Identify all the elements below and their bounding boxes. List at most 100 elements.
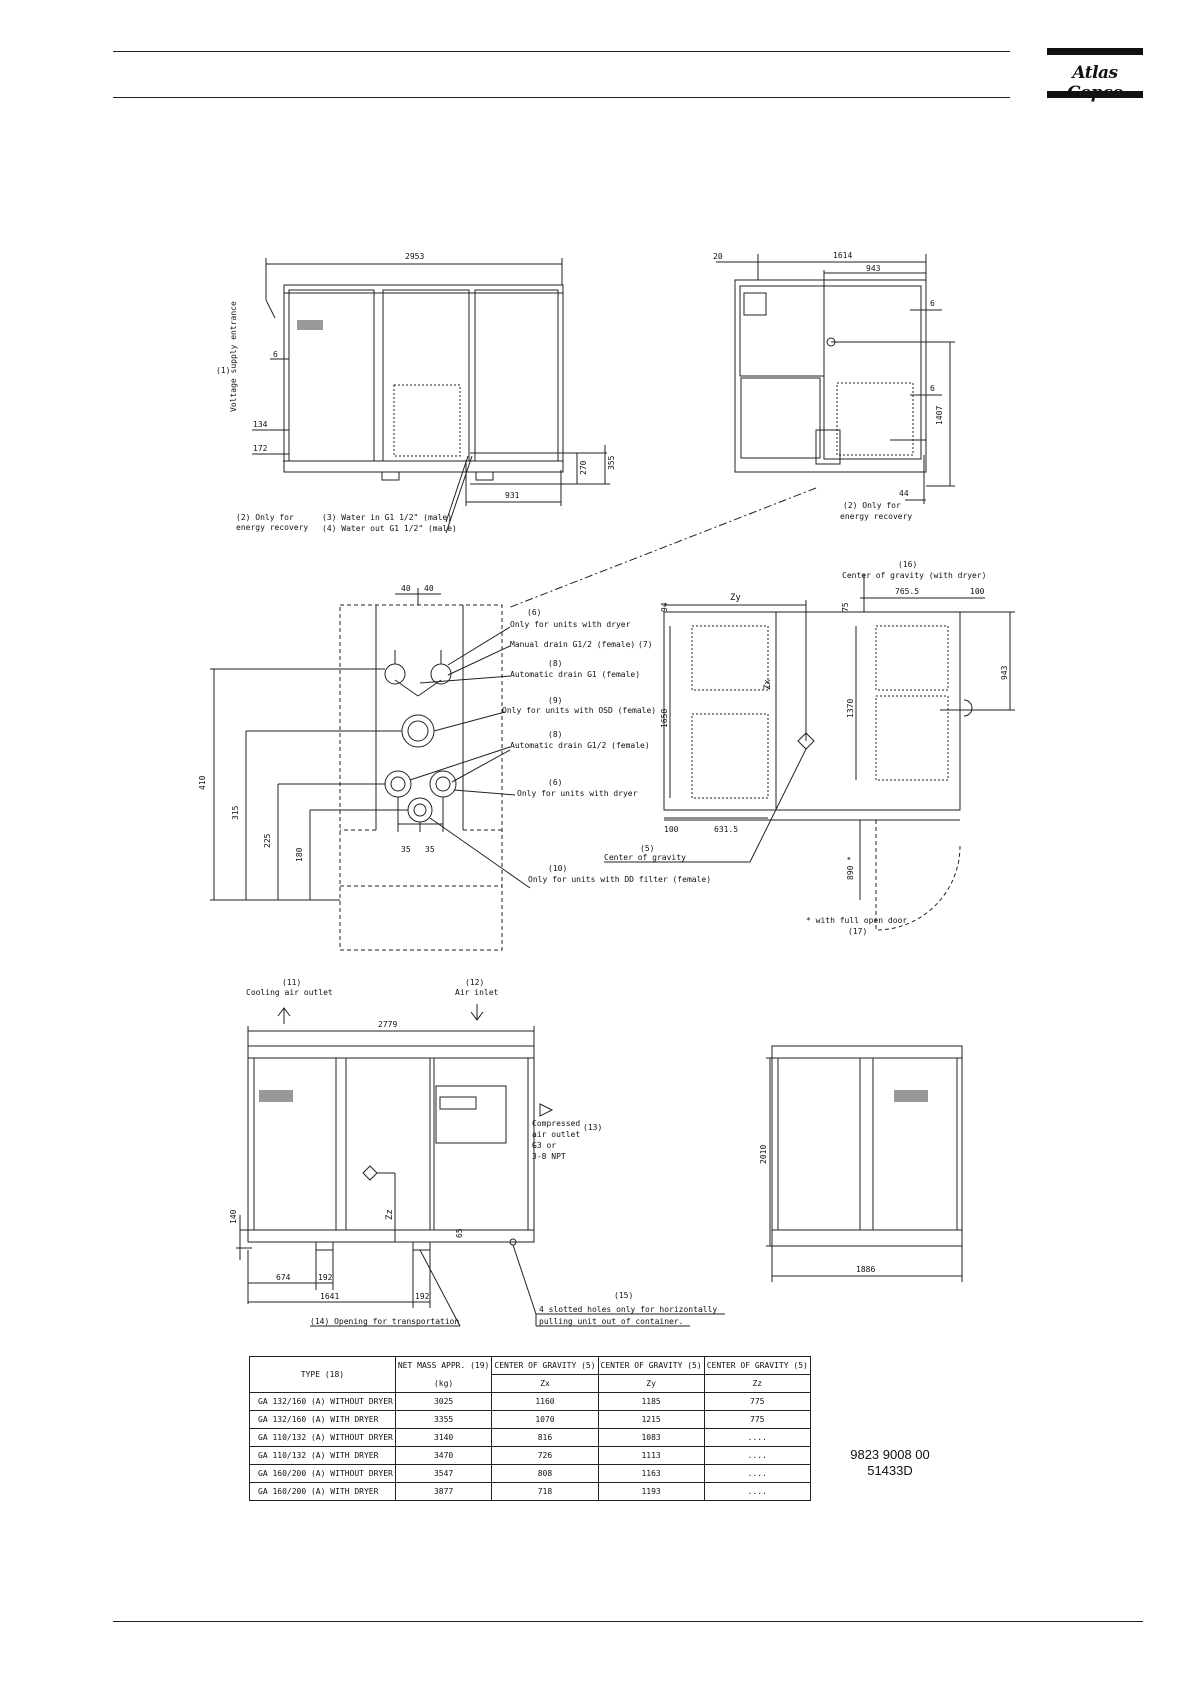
dim-140: 140 <box>229 1209 238 1224</box>
callout-15-text-2: pulling unit out of container. <box>539 1317 684 1326</box>
dim-931: 931 <box>505 491 520 500</box>
dim-40a: 40 <box>401 584 411 593</box>
side-view-top: 20 1614 943 6 6 1407 44 (2) Only for ene… <box>507 251 955 609</box>
detail-callout-9-num: (9) <box>548 696 562 705</box>
dim-225: 225 <box>263 833 272 848</box>
detail-callout-10-text: Only for units with DD filter (female) <box>528 875 711 884</box>
header-rule-bottom <box>113 97 1010 98</box>
dim-40b: 40 <box>424 584 434 593</box>
callout-16-text: Center of gravity (with dryer) <box>842 571 987 580</box>
table-row: GA 132/160 (A) WITH DRYER 3355 1070 1215… <box>249 1410 811 1429</box>
cell-zz: 775 <box>703 1392 811 1411</box>
dim-890: 890 * <box>846 856 855 880</box>
dim-192a: 192 <box>318 1273 333 1282</box>
dim-134: 134 <box>253 420 268 429</box>
table-row: GA 110/132 (A) WITH DRYER 3470 726 1113 … <box>249 1446 811 1465</box>
detail-callout-7-num: (7) <box>638 640 652 649</box>
dim-2779: 2779 <box>378 1020 397 1029</box>
dim-75: 75 <box>841 602 850 612</box>
detail-callout-6a-num: (6) <box>527 608 541 617</box>
table-row: GA 160/200 (A) WITH DRYER 3877 718 1193 … <box>249 1482 811 1501</box>
callout-14: (14) Opening for transportation <box>310 1317 459 1326</box>
front-view-top: 2953 6 134 172 270 355 931 (1) Voltage s… <box>216 252 616 534</box>
table-row: GA 132/160 (A) WITHOUT DRYER 3025 1160 1… <box>249 1392 811 1411</box>
callout-11-num: (11) <box>282 978 301 987</box>
dim-192b: 192 <box>415 1292 430 1301</box>
dim-zx: Zx <box>763 679 773 690</box>
center-of-gravity-table: TYPE (18) NET MASS APPR. (19) CENTER OF … <box>249 1356 811 1501</box>
dim-2010: 2010 <box>759 1145 768 1164</box>
document-number-block: 9823 9008 00 51433D <box>830 1447 950 1479</box>
cell-type: GA 110/132 (A) WITH DRYER <box>249 1446 396 1465</box>
table-row: GA 110/132 (A) WITHOUT DRYER 3140 816 10… <box>249 1428 811 1447</box>
cell-zz: .... <box>703 1482 811 1501</box>
detail-callout-7-text: Manual drain G1/2 (female) <box>510 640 635 649</box>
cell-type: GA 160/200 (A) WITHOUT DRYER <box>249 1464 396 1483</box>
cell-mass: 3877 <box>394 1482 493 1501</box>
detail-callout-6b-text: Only for units with dryer <box>517 789 638 798</box>
callout-1-num: (1) <box>216 366 230 375</box>
cell-zy: 1163 <box>597 1464 705 1483</box>
cell-zx: 808 <box>491 1464 599 1483</box>
th-cg-x: CENTER OF GRAVITY (5) <box>491 1356 599 1375</box>
callout-12-text: Air inlet <box>455 988 499 997</box>
dim-100a: 100 <box>664 825 679 834</box>
drain-detail-view: 40 40 410 315 225 180 35 35 (6) Only fo <box>198 584 711 951</box>
dim-zy: Zy <box>730 593 741 603</box>
dim-270: 270 <box>579 460 588 475</box>
dim-943-top: 943 <box>1000 665 1009 680</box>
th-mass-unit: (kg) <box>394 1374 493 1393</box>
detail-callout-6a-text: Only for units with dryer <box>510 620 631 629</box>
detail-callout-8a-text: Automatic drain G1 (female) <box>510 670 640 679</box>
detail-callout-10-num: (10) <box>548 864 567 873</box>
rear-brand-plate <box>259 1090 293 1102</box>
cell-mass: 3025 <box>394 1392 493 1411</box>
callout-13-text-1: Compressed <box>532 1119 580 1128</box>
dim-1370: 1370 <box>846 699 855 718</box>
end-view: 2010 1886 <box>759 1045 963 1282</box>
front-view-bottom: 2779 Zz 140 65 674 192 1641 192 (11) Coo… <box>229 978 725 1327</box>
note-open-door-num: (17) <box>848 927 867 936</box>
table-subheader-row: (kg) Zx Zy Zz <box>250 1374 811 1393</box>
cell-zz: .... <box>703 1428 811 1447</box>
th-type: TYPE (18) <box>249 1356 396 1393</box>
top-view-center-of-gravity: Zy Zx 94 1658 100 631.5 75 1370 765.5 10… <box>604 560 1015 936</box>
dim-20: 20 <box>713 252 723 261</box>
dim-1614: 1614 <box>833 251 852 260</box>
end-brand-plate <box>894 1090 928 1102</box>
callout-5-num: (5) <box>640 844 654 853</box>
callout-5-text: Center of gravity <box>604 853 686 862</box>
th-zx: Zx <box>491 1374 599 1393</box>
cell-zy: 1193 <box>597 1482 705 1501</box>
dim-172: 172 <box>253 444 268 453</box>
dim-6a-side: 6 <box>930 299 935 308</box>
callout-15-num: (15) <box>614 1291 633 1300</box>
callout-11-text: Cooling air outlet <box>246 988 333 997</box>
cell-zx: 1070 <box>491 1410 599 1429</box>
dim-1886: 1886 <box>856 1265 875 1274</box>
atlas-copco-logo: Atlas Copco <box>1047 48 1143 103</box>
callout-2-front: (2) Only for <box>236 513 294 522</box>
footer-rule <box>113 1621 1143 1622</box>
dim-1658: 1658 <box>660 709 669 728</box>
callout-3: (3) Water in G1 1/2" (male) <box>322 513 452 522</box>
th-mass: NET MASS APPR. (19) <box>394 1356 493 1375</box>
dim-1407: 1407 <box>935 406 944 425</box>
cell-mass: 3355 <box>394 1410 493 1429</box>
control-panel <box>743 292 767 316</box>
dim-zz: Zz <box>385 1209 395 1220</box>
dim-6: 6 <box>273 350 278 359</box>
header-rule-top <box>113 51 1010 52</box>
dim-35a: 35 <box>401 845 411 854</box>
dim-674: 674 <box>276 1273 291 1282</box>
detail-callout-9-text: Only for units with OSD (female) <box>502 706 656 715</box>
callout-13-text-2: air outlet <box>532 1130 580 1139</box>
dim-180: 180 <box>295 847 304 862</box>
cell-mass: 3547 <box>394 1464 493 1483</box>
dim-94: 94 <box>660 602 669 612</box>
cell-zx: 726 <box>491 1446 599 1465</box>
cell-zy: 1113 <box>597 1446 705 1465</box>
dim-100b: 100 <box>970 587 985 596</box>
cell-zx: 816 <box>491 1428 599 1447</box>
